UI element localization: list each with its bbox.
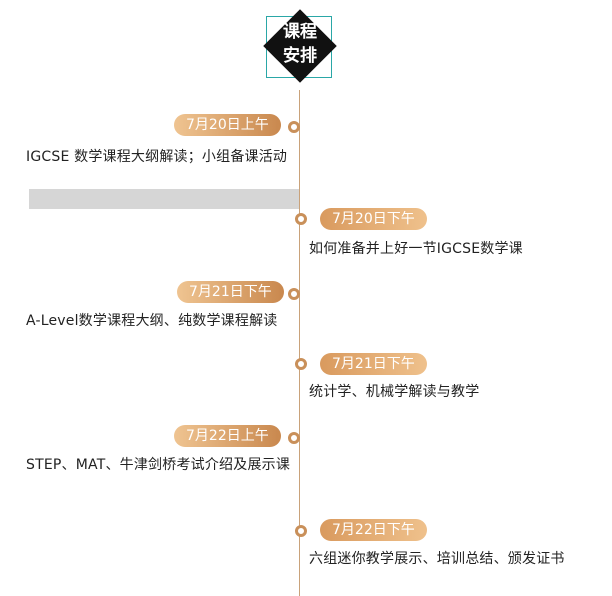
event-description: 统计学、机械学解读与教学 [309, 384, 480, 400]
gray-bar [29, 189, 299, 209]
event-description: STEP、MAT、牛津剑桥考试介绍及展示课 [26, 457, 291, 473]
event-time-badge: 7月21日下午 [320, 353, 427, 375]
timeline-dot [288, 432, 300, 444]
timeline-dot [295, 358, 307, 370]
event-description: A-Level数学课程大纲、纯数学课程解读 [26, 313, 278, 329]
event-time-badge: 7月22日上午 [174, 425, 281, 447]
timeline-dot [295, 213, 307, 225]
timeline-dot [288, 288, 300, 300]
event-description: 六组迷你教学展示、培训总结、颁发证书 [309, 551, 565, 567]
page-title: 课程 安排 [283, 22, 317, 66]
timeline-dot [295, 525, 307, 537]
timeline-axis [299, 90, 300, 596]
timeline-dot [288, 121, 300, 133]
event-description: IGCSE 数学课程大纲解读；小组备课活动 [26, 149, 288, 165]
event-time-badge: 7月22日下午 [320, 519, 427, 541]
event-description: 如何准备并上好一节IGCSE数学课 [309, 241, 523, 257]
event-time-badge: 7月20日上午 [174, 114, 281, 136]
title-diamond: 课程 安排 [263, 9, 337, 83]
event-time-badge: 7月20日下午 [320, 208, 427, 230]
event-time-badge: 7月21日下午 [177, 281, 284, 303]
